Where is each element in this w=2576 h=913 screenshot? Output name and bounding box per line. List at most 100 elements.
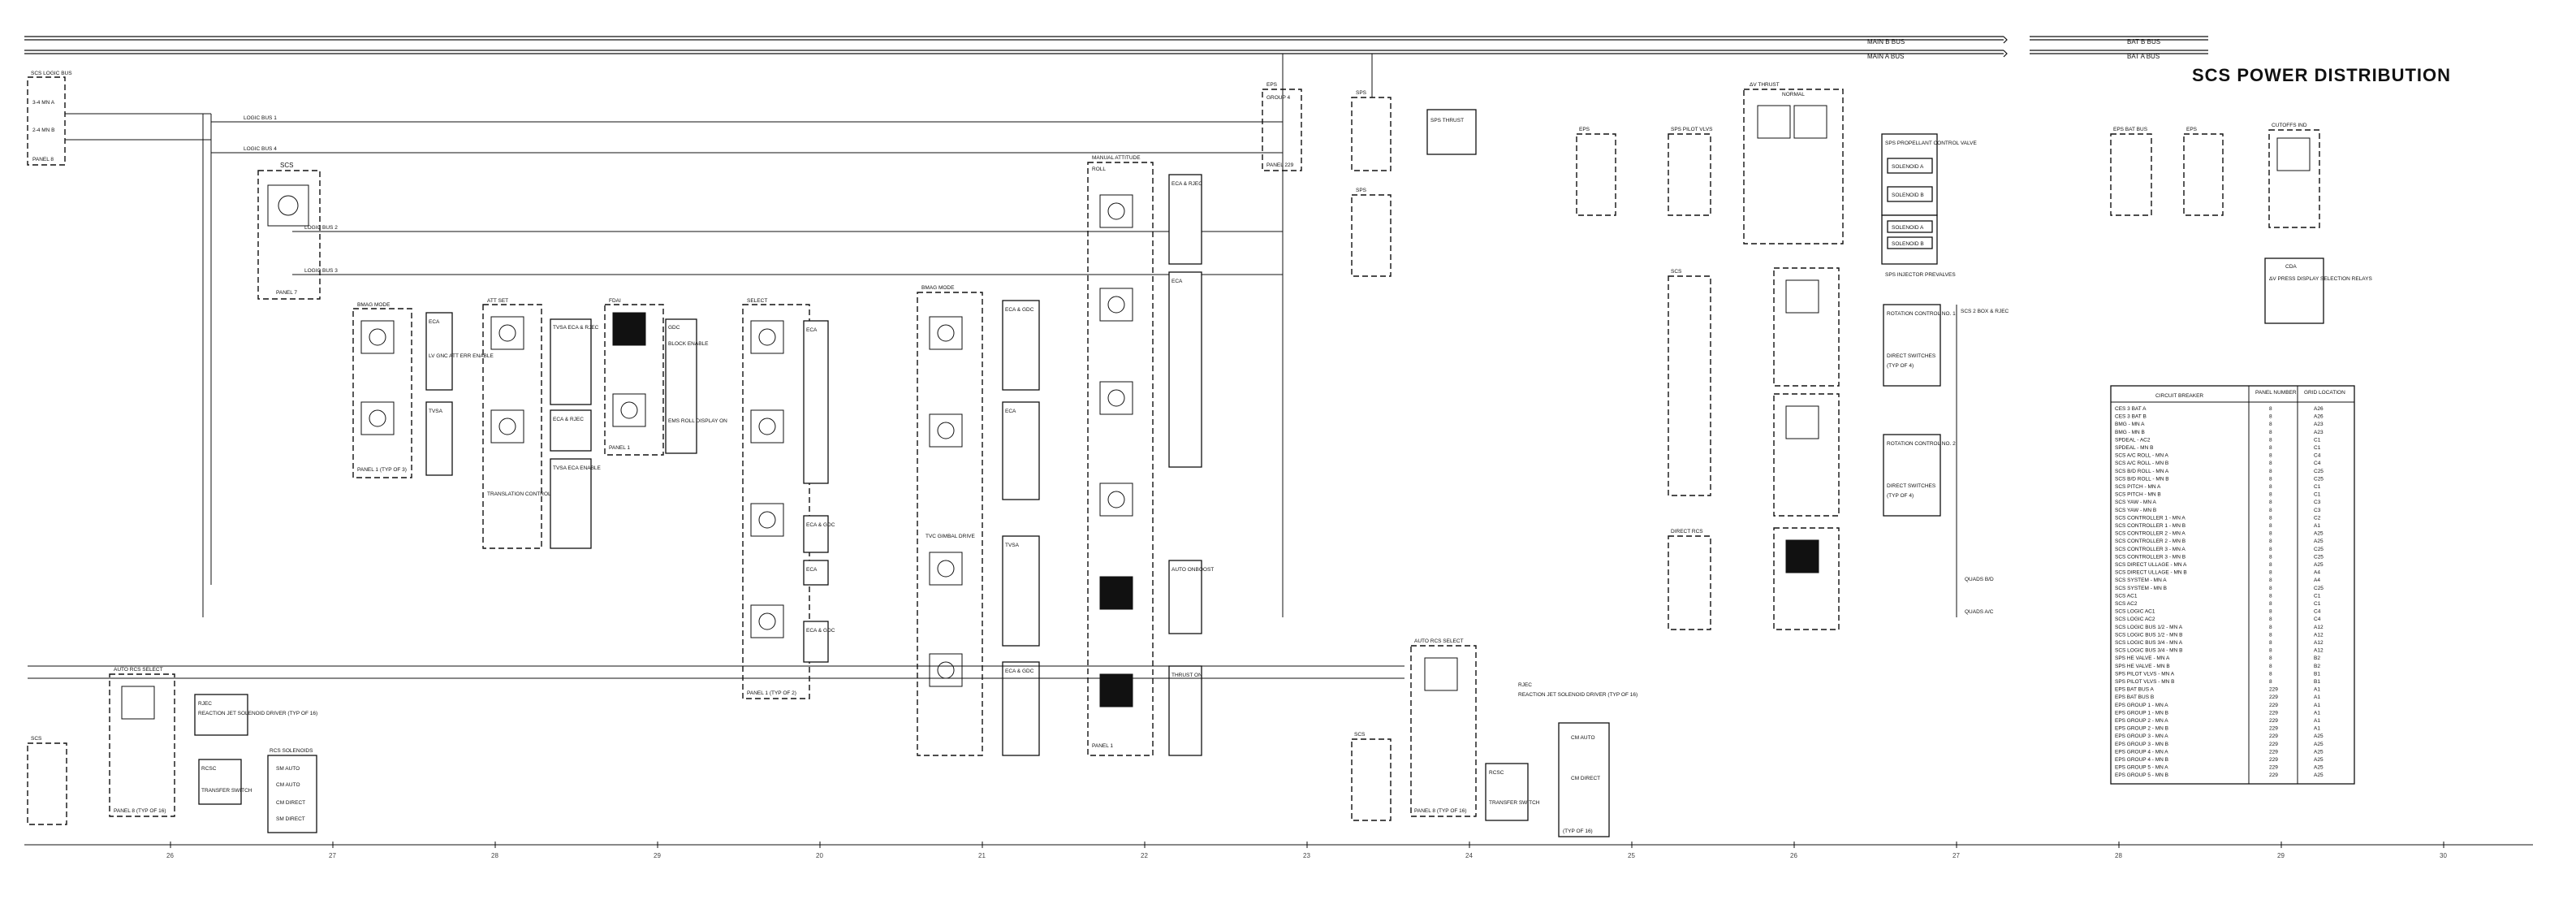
translation-control-group: ATT SET TRANSLATION CONTROL TVSA ECA & R…: [482, 298, 602, 549]
breaker-table-cell: A26: [2314, 406, 2324, 412]
breaker-table-cell: 8: [2269, 609, 2272, 615]
svg-text:EPS: EPS: [2186, 127, 2198, 132]
breaker-table-cell: 229: [2269, 687, 2278, 693]
breaker-table-cell: SCS YAW - MN A: [2115, 500, 2156, 505]
svg-text:ECA & RJEC: ECA & RJEC: [1171, 181, 1202, 187]
breaker-table-cell: EPS GROUP 1 - MN A: [2115, 703, 2168, 708]
grid-number: 24: [1465, 852, 1473, 859]
breaker-table-cell: SPS PILOT VLVS - MN A: [2115, 671, 2175, 677]
svg-text:ROTATION CONTROL NO. 1: ROTATION CONTROL NO. 1: [1887, 311, 1956, 317]
breaker-table-cell: 8: [2269, 671, 2272, 677]
breaker-table-cell: C1: [2314, 484, 2321, 490]
logic-buses: LOGIC BUS 1 LOGIC BUS 4 LOGIC BUS 2 LOGI…: [202, 114, 1283, 617]
svg-text:ROTATION CONTROL NO. 2: ROTATION CONTROL NO. 2: [1887, 441, 1956, 447]
svg-text:LOGIC BUS 4: LOGIC BUS 4: [244, 146, 277, 152]
svg-text:DIRECT SWITCHES: DIRECT SWITCHES: [1887, 353, 1936, 359]
svg-text:EMS ROLL DISPLAY ON: EMS ROLL DISPLAY ON: [668, 418, 727, 424]
svg-text:2-4 MN B: 2-4 MN B: [32, 128, 54, 133]
svg-text:PANEL 8 (TYP OF 16): PANEL 8 (TYP OF 16): [1414, 808, 1467, 814]
breaker-table-cell: SCS DIRECT ULLAGE - MN A: [2115, 562, 2187, 568]
svg-text:SPS THRUST: SPS THRUST: [1430, 118, 1464, 123]
svg-text:SM DIRECT: SM DIRECT: [276, 816, 305, 822]
breaker-table-cell: C25: [2314, 476, 2324, 482]
breaker-table-cell: B1: [2314, 679, 2320, 685]
svg-text:ECA & GDC: ECA & GDC: [1005, 669, 1034, 674]
breaker-table-cell: SCS AC2: [2115, 601, 2138, 607]
breaker-table-cell: SCS LOGIC BUS 3/4 - MN A: [2115, 640, 2183, 646]
grid-number: 25: [1628, 852, 1635, 859]
svg-text:AUTO RCS SELECT: AUTO RCS SELECT: [114, 667, 163, 673]
breaker-table-cell: 8: [2269, 445, 2272, 451]
breaker-table-cell: 8: [2269, 476, 2272, 482]
manual-attitude-group: MANUAL ATTITUDE ROLL PANEL 1 ECA & RJEC …: [1087, 155, 1214, 756]
breaker-table-cell: A23: [2314, 430, 2324, 435]
bat-b-bus-label: BAT B BUS: [2127, 38, 2160, 45]
breaker-table-cell: 8: [2269, 664, 2272, 669]
svg-text:(TYP OF 4): (TYP OF 4): [1887, 493, 1914, 499]
svg-text:PANEL 8 (TYP OF 16): PANEL 8 (TYP OF 16): [114, 808, 166, 814]
svg-text:ECA: ECA: [806, 327, 818, 333]
breaker-table-cell: SCS A/C ROLL - MN B: [2115, 461, 2168, 466]
breaker-table-cell: EPS GROUP 4 - MN A: [2115, 749, 2168, 755]
svg-text:SCS: SCS: [1671, 269, 1682, 275]
breaker-table-cell: SCS SYSTEM - MN A: [2115, 578, 2167, 583]
svg-text:PANEL 1 (TYP OF 3): PANEL 1 (TYP OF 3): [357, 467, 407, 473]
breaker-table-cell: SCS CONTROLLER 3 - MN A: [2115, 547, 2186, 552]
svg-text:SPS PILOT VLVS: SPS PILOT VLVS: [1671, 127, 1713, 132]
svg-text:SCS 2 BOX & RJEC: SCS 2 BOX & RJEC: [1961, 309, 2009, 314]
breaker-table-cell: 8: [2269, 484, 2272, 490]
breaker-table-cell: A12: [2314, 632, 2324, 638]
svg-text:RCSC: RCSC: [1489, 770, 1504, 776]
breaker-table-cell: A25: [2314, 757, 2324, 763]
breaker-table-cell: SCS LOGIC BUS 1/2 - MN A: [2115, 625, 2183, 630]
svg-text:GRID LOCATION: GRID LOCATION: [2304, 390, 2345, 396]
breaker-table-cell: A23: [2314, 422, 2324, 427]
svg-text:SELECT: SELECT: [747, 298, 767, 304]
svg-text:MANUAL ATTITUDE: MANUAL ATTITUDE: [1092, 155, 1141, 161]
breaker-table-cell: C4: [2314, 461, 2321, 466]
grid-number: 30: [2440, 852, 2447, 859]
breaker-table-cell: A1: [2314, 523, 2320, 529]
breaker-table-cell: SPDEAL - MN B: [2115, 445, 2153, 451]
breaker-table-cell: A1: [2314, 703, 2320, 708]
breaker-table-cell: A4: [2314, 570, 2320, 576]
bat-a-bus-label: BAT A BUS: [2127, 53, 2160, 60]
breaker-table-cell: B2: [2314, 656, 2320, 661]
breaker-table-cell: SPS HE VALVE - MN A: [2115, 656, 2170, 661]
breaker-table-cell: 8: [2269, 469, 2272, 474]
breaker-table-cell: SCS AC1: [2115, 593, 2138, 599]
breaker-table-cell: 8: [2269, 453, 2272, 459]
svg-text:ECA & GDC: ECA & GDC: [806, 628, 835, 634]
svg-text:SPS INJECTOR PREVALVES: SPS INJECTOR PREVALVES: [1885, 272, 1956, 278]
svg-text:CDA: CDA: [2285, 264, 2297, 270]
breaker-table-cell: 229: [2269, 710, 2278, 716]
svg-text:EPS BAT BUS: EPS BAT BUS: [2113, 127, 2148, 132]
svg-text:LOGIC BUS 2: LOGIC BUS 2: [304, 225, 338, 231]
breaker-table-cell: 8: [2269, 586, 2272, 591]
breaker-table-cell: SCS LOGIC AC2: [2115, 617, 2155, 622]
svg-text:GROUP 4: GROUP 4: [1266, 95, 1291, 101]
breaker-table-cell: A12: [2314, 625, 2324, 630]
svg-text:ROLL: ROLL: [1092, 167, 1106, 172]
breaker-table-cell: SCS B/D ROLL - MN A: [2115, 469, 2169, 474]
breaker-table-cell: SCS LOGIC AC1: [2115, 609, 2155, 615]
svg-text:ΔV PRESS DISPLAY SELECTION REL: ΔV PRESS DISPLAY SELECTION RELAYS: [2269, 276, 2372, 282]
breaker-table-cell: A1: [2314, 726, 2320, 732]
svg-text:PANEL 229: PANEL 229: [1266, 162, 1294, 168]
breaker-table-cell: 229: [2269, 749, 2278, 755]
breaker-table-cell: C1: [2314, 492, 2321, 498]
breaker-table-cell: SCS A/C ROLL - MN A: [2115, 453, 2169, 459]
breaker-table-cell: SCS CONTROLLER 3 - MN B: [2115, 554, 2186, 560]
svg-text:SCS LOGIC BUS: SCS LOGIC BUS: [31, 71, 72, 76]
breaker-table-cell: A4: [2314, 578, 2320, 583]
fdai-source-group: SELECT PANEL 1 (TYP OF 2) ECA ECA & GDC …: [742, 298, 835, 699]
svg-text:CUTOFFS IND: CUTOFFS IND: [2272, 123, 2307, 128]
breaker-table-cell: C4: [2314, 617, 2321, 622]
breaker-table-cell: SCS CONTROLLER 1 - MN B: [2115, 523, 2186, 529]
breaker-table-cell: SCS SYSTEM - MN B: [2115, 586, 2167, 591]
svg-text:PANEL 1: PANEL 1: [609, 445, 630, 451]
svg-text:CM AUTO: CM AUTO: [1571, 735, 1595, 741]
breaker-table-cell: C4: [2314, 609, 2321, 615]
breaker-table-cell: EPS GROUP 5 - MN B: [2115, 772, 2168, 778]
